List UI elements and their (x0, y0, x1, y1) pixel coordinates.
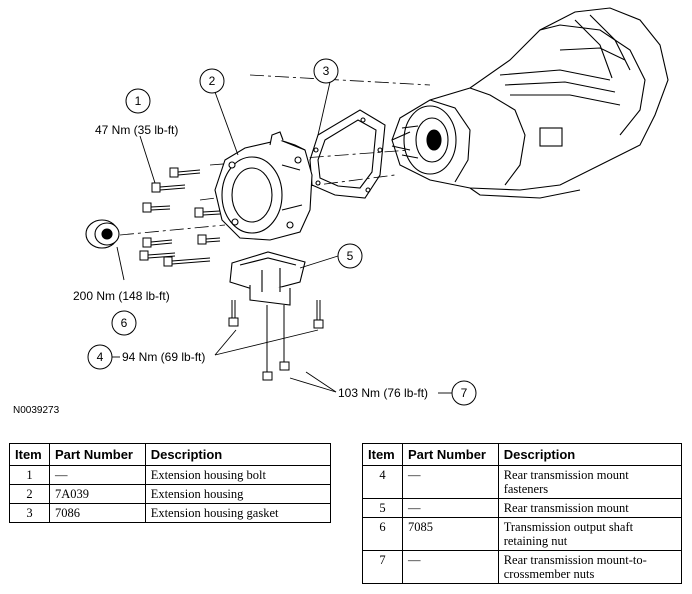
extension-housing (214, 131, 313, 241)
callout-6-torque: 200 Nm (148 lb-ft) (73, 289, 170, 303)
exploded-view-diagram: 1 47 Nm (35 lb-ft) 2 3 5 200 Nm (148 lb-… (13, 7, 669, 416)
header-description: Description (144, 443, 332, 466)
callout-4: 4 94 Nm (69 lb-ft) (87, 344, 205, 370)
cell-item: 6 (362, 517, 403, 551)
header-item: Item (362, 443, 403, 466)
callout-7-torque: 103 Nm (76 lb-ft) (338, 386, 428, 400)
transmission-assembly (391, 7, 669, 199)
cell-part-number: — (401, 550, 499, 584)
header-item: Item (9, 443, 50, 466)
rear-transmission-mount (229, 251, 306, 306)
header-description: Description (497, 443, 683, 466)
cell-item: 2 (9, 484, 50, 504)
callout-3: 3 (313, 58, 339, 84)
callout-5-number: 5 (347, 249, 354, 263)
cell-item: 3 (9, 503, 50, 523)
table-row: 4 — Rear transmission mount fasteners (362, 465, 683, 499)
table-row: 3 7086 Extension housing gasket (9, 503, 332, 523)
table-row: 5 — Rear transmission mount (362, 498, 683, 518)
header-part-number: Part Number (48, 443, 146, 466)
table-header-row: Item Part Number Description (362, 443, 683, 466)
table-row: 2 7A039 Extension housing (9, 484, 332, 504)
cell-item: 7 (362, 550, 403, 584)
callout-4-torque: 94 Nm (69 lb-ft) (122, 350, 205, 364)
output-shaft-retaining-nut (85, 219, 120, 249)
callout-7: 103 Nm (76 lb-ft) 7 (338, 380, 477, 406)
parts-table-right: Item Part Number Description 4 — Rear tr… (362, 443, 683, 584)
callout-1-torque: 47 Nm (35 lb-ft) (95, 123, 178, 137)
cell-item: 4 (362, 465, 403, 499)
cell-part-number: 7086 (48, 503, 146, 523)
cell-description: Transmission output shaft retaining nut (497, 517, 683, 551)
callout-6: 200 Nm (148 lb-ft) 6 (73, 289, 170, 336)
mount-fasteners (228, 300, 324, 381)
cell-part-number: 7A039 (48, 484, 146, 504)
cell-description: Rear transmission mount (497, 498, 683, 518)
table-row: 7 — Rear transmission mount-to-crossmemb… (362, 550, 683, 584)
parts-table-left: Item Part Number Description 1 — Extensi… (9, 443, 332, 523)
callout-5: 5 (337, 243, 363, 269)
callout-1: 1 47 Nm (35 lb-ft) (95, 88, 178, 137)
figure-id: N0039273 (13, 405, 60, 416)
table-row: 6 7085 Transmission output shaft retaini… (362, 517, 683, 551)
header-part-number: Part Number (401, 443, 499, 466)
callout-1-number: 1 (135, 94, 142, 108)
leader-lines (116, 81, 452, 394)
table-header-row: Item Part Number Description (9, 443, 332, 466)
callout-2: 2 (199, 68, 225, 94)
extension-housing-bolts (139, 167, 221, 267)
callout-2-number: 2 (209, 74, 216, 88)
callout-7-number: 7 (461, 386, 468, 400)
callout-6-number: 6 (121, 316, 128, 330)
callout-4-number: 4 (97, 350, 104, 364)
cell-item: 1 (9, 465, 50, 485)
cell-part-number: — (401, 498, 499, 518)
callout-3-number: 3 (323, 64, 330, 78)
cell-description: Rear transmission mount-to-crossmember n… (497, 550, 683, 584)
extension-housing-gasket (309, 109, 386, 199)
cell-part-number: — (401, 465, 499, 499)
cell-part-number: 7085 (401, 517, 499, 551)
table-row: 1 — Extension housing bolt (9, 465, 332, 485)
cell-description: Extension housing gasket (144, 503, 332, 523)
cell-part-number: — (48, 465, 146, 485)
cell-item: 5 (362, 498, 403, 518)
cell-description: Extension housing (144, 484, 332, 504)
cell-description: Rear transmission mount fasteners (497, 465, 683, 499)
cell-description: Extension housing bolt (144, 465, 332, 485)
